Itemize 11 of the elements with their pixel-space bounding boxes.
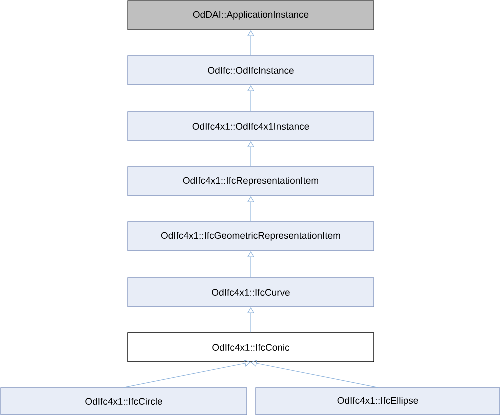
inheritance-arrow — [124, 360, 251, 388]
class-box: OdIfc4x1::IfcCurve — [128, 278, 374, 308]
inheritance-arrow — [251, 360, 378, 388]
class-box: OdDAI::ApplicationInstance — [128, 0, 374, 30]
class-box: OdIfc4x1::IfcEllipse — [256, 388, 500, 416]
class-box: OdIfc4x1::IfcRepresentationItem — [128, 166, 374, 196]
class-box: OdIfc::OdIfcInstance — [128, 56, 374, 86]
class-box: OdIfc4x1::IfcGeometricRepresentationItem — [128, 222, 374, 252]
class-box: OdIfc4x1::OdIfc4x1Instance — [128, 112, 374, 142]
class-box: OdIfc4x1::IfcConic — [128, 332, 374, 362]
class-box: OdIfc4x1::IfcCircle — [0, 388, 248, 416]
